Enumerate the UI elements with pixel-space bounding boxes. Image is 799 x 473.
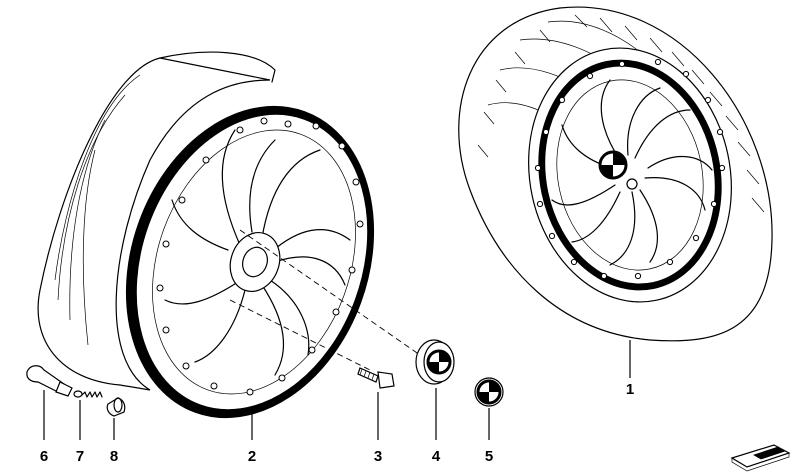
tyre-illustration <box>458 6 773 342</box>
callout-tyre: 1 <box>625 381 635 398</box>
valve-core-illustration <box>73 390 103 398</box>
assembly-line-bolt <box>229 299 371 371</box>
callout-bolt: 3 <box>373 448 383 465</box>
callout-valve-stem: 6 <box>39 448 49 465</box>
callout-emblem: 5 <box>484 448 494 465</box>
callout-valve-cap: 8 <box>109 448 119 465</box>
assembly-line-hubcap <box>239 229 421 356</box>
callout-valve-core: 7 <box>75 448 85 465</box>
emblem-illustration <box>474 377 504 407</box>
callout-hub-cap: 4 <box>431 448 441 465</box>
valve-cap-illustration <box>106 397 126 417</box>
callout-rim: 2 <box>247 448 257 465</box>
rim-illustration <box>37 51 375 419</box>
orientation-arrow-icon <box>730 444 791 472</box>
bolt-illustration <box>357 367 395 389</box>
hub-cap-illustration <box>415 339 455 385</box>
valve-stem-illustration <box>26 365 73 397</box>
